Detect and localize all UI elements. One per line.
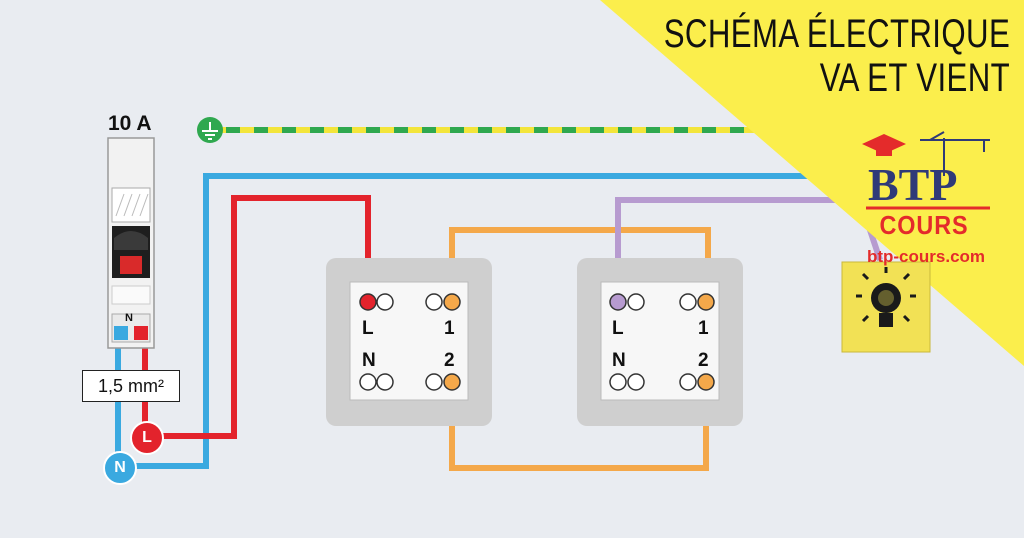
- switch-2-label-2: 2: [698, 350, 709, 371]
- breaker-rating: 10 A: [108, 112, 152, 135]
- switch-1-terminals: [359, 293, 461, 391]
- logo-cours: COURS: [879, 210, 969, 240]
- switch-1-label-2: 2: [444, 350, 455, 371]
- switch-2-label-1: 1: [698, 318, 709, 339]
- logo-btp-text: BTP: [868, 159, 957, 210]
- title-line-1: SCHÉMA ÉLECTRIQUE: [663, 12, 1010, 56]
- switch-2-label-n: N: [612, 350, 626, 371]
- switch-1-plate: [326, 258, 492, 426]
- switch-1-label-1: 1: [444, 318, 455, 339]
- logo-url[interactable]: btp-cours.com: [866, 247, 986, 266]
- breaker-terminal-n: N: [125, 312, 133, 324]
- circuit-breaker: [107, 137, 155, 349]
- title-line-2: VA ET VIENT: [819, 56, 1010, 100]
- switch-2-terminals: [609, 293, 715, 391]
- earth-icon: [197, 117, 223, 143]
- switch-1-label-n: N: [362, 350, 376, 371]
- neutral-bubble: N: [103, 451, 137, 485]
- graduation-cap-icon: [862, 134, 906, 156]
- crane-icon: [920, 131, 990, 176]
- switch-1-label-l: L: [362, 318, 374, 339]
- switch-2-label-l: L: [612, 318, 624, 339]
- wire-section-label: 1,5 mm²: [82, 370, 180, 402]
- neutral-wire: [118, 173, 880, 469]
- phase-bubble: L: [130, 421, 164, 455]
- lamp-icon: [841, 261, 931, 353]
- switch-2-plate: [577, 258, 743, 426]
- phase-wire: [145, 195, 371, 439]
